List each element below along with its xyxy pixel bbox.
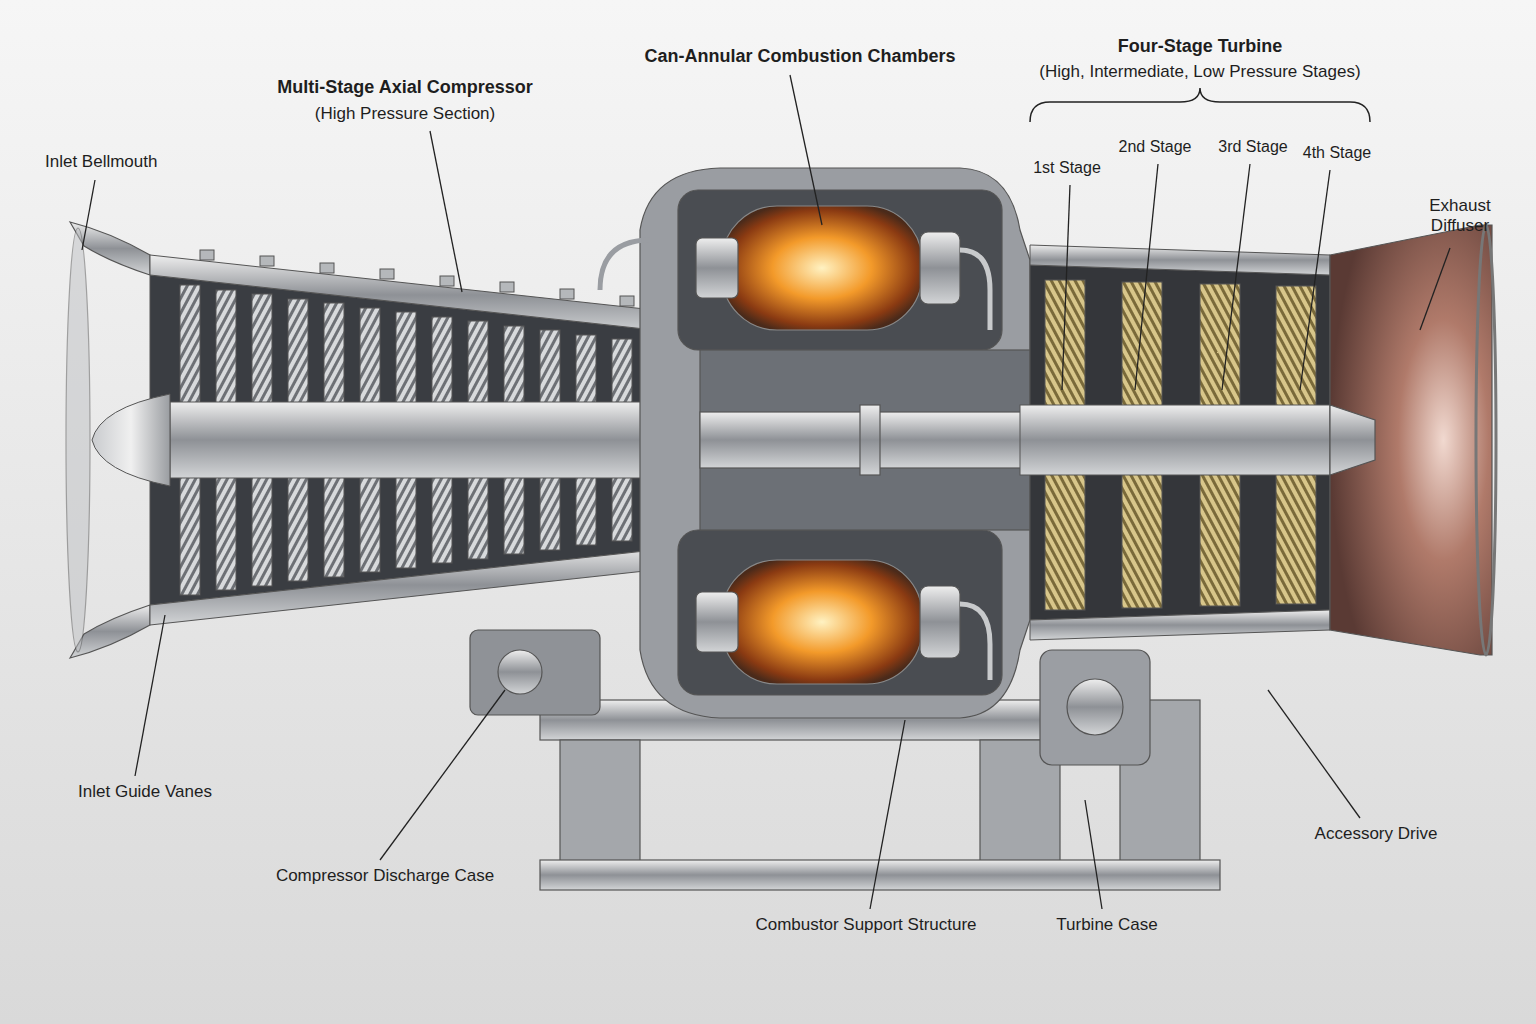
part-label: Exhaust Diffuser (1414, 196, 1506, 237)
part-label: 1st Stage (1033, 158, 1101, 177)
part-label: 2nd Stage (1119, 137, 1192, 156)
turbine-section (1020, 245, 1340, 640)
part-label: (High, Intermediate, Low Pressure Stages… (1039, 62, 1360, 82)
part-label: Turbine Case (1056, 915, 1157, 935)
combustor-section (600, 168, 1030, 718)
part-label: (High Pressure Section) (315, 104, 495, 124)
part-label: Four-Stage Turbine (1118, 36, 1283, 58)
part-label: Multi-Stage Axial Compressor (277, 77, 532, 99)
axial-compressor (92, 250, 710, 625)
part-label: Combustor Support Structure (755, 915, 976, 935)
part-label: Can-Annular Combustion Chambers (644, 46, 955, 68)
exhaust-diffuser (1330, 225, 1496, 655)
part-label: Inlet Guide Vanes (78, 782, 212, 802)
turbine-bracket (1030, 88, 1370, 122)
part-label: Inlet Bellmouth (45, 152, 157, 172)
part-label: Accessory Drive (1315, 824, 1438, 844)
leader-lines (82, 75, 1450, 909)
part-label: Compressor Discharge Case (276, 866, 494, 886)
part-label: 4th Stage (1303, 143, 1372, 162)
part-label: 3rd Stage (1218, 137, 1287, 156)
